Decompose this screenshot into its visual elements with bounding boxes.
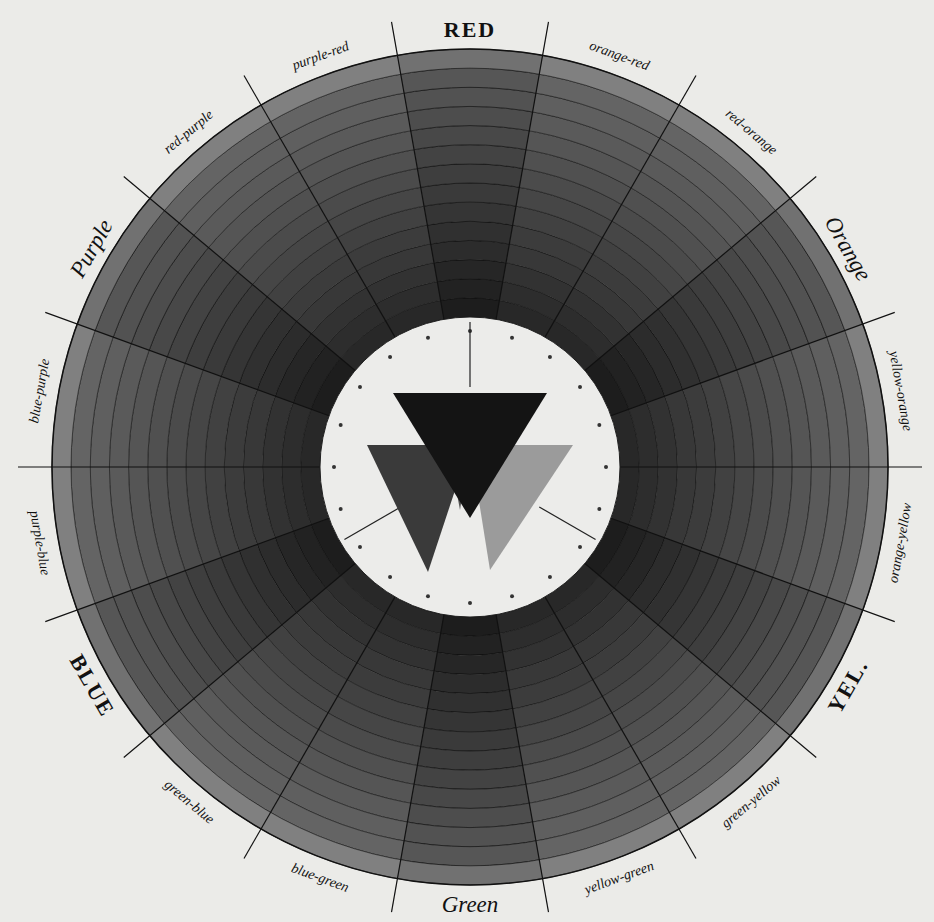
scale-mark bbox=[548, 575, 552, 579]
divider-line bbox=[45, 312, 329, 415]
scale-mark bbox=[358, 385, 362, 389]
hue-label: Green bbox=[442, 893, 499, 916]
inner-disk bbox=[320, 317, 620, 617]
divider-line bbox=[545, 597, 696, 859]
scale-mark bbox=[332, 465, 336, 469]
divider-line bbox=[496, 22, 548, 319]
pointer-tick bbox=[469, 322, 470, 387]
divider-line bbox=[18, 466, 320, 467]
pointer-tick bbox=[539, 507, 595, 540]
divider-line bbox=[545, 76, 696, 338]
hue-segment bbox=[52, 467, 329, 610]
scale-mark bbox=[358, 545, 362, 549]
scale-mark bbox=[578, 545, 582, 549]
divider-line bbox=[392, 22, 444, 319]
scale-mark bbox=[604, 465, 608, 469]
scale-mark bbox=[426, 594, 430, 598]
divider-line bbox=[244, 76, 395, 338]
divider-line bbox=[611, 312, 895, 415]
hue-label: RED bbox=[444, 19, 496, 41]
divider-line bbox=[124, 176, 355, 370]
hue-label: purple-blue bbox=[27, 509, 52, 576]
divider-line bbox=[392, 615, 444, 912]
divider-line bbox=[244, 597, 395, 859]
hue-segment bbox=[261, 55, 444, 337]
scale-mark bbox=[578, 385, 582, 389]
divider-line bbox=[45, 518, 329, 621]
divider-line bbox=[124, 563, 355, 757]
hue-segment bbox=[611, 324, 888, 467]
scale-mark bbox=[388, 355, 392, 359]
scale-mark bbox=[597, 423, 601, 427]
scale-mark bbox=[510, 594, 514, 598]
hue-label: orange-yellow bbox=[886, 502, 914, 584]
scale-mark bbox=[548, 355, 552, 359]
divider-line bbox=[611, 518, 895, 621]
scale-mark bbox=[468, 601, 472, 605]
red-triangle bbox=[393, 393, 547, 518]
hue-label: purple-red bbox=[290, 40, 351, 73]
scale-mark bbox=[597, 507, 601, 511]
scale-mark bbox=[426, 336, 430, 340]
scale-mark bbox=[388, 575, 392, 579]
divider-line bbox=[496, 615, 548, 912]
divider-line bbox=[585, 176, 816, 370]
divider-line bbox=[585, 563, 816, 757]
scale-mark bbox=[339, 507, 343, 511]
divider-line bbox=[620, 466, 922, 467]
scale-mark bbox=[339, 423, 343, 427]
outer-rim bbox=[52, 49, 888, 885]
hue-label: blue-green bbox=[290, 861, 351, 895]
hue-label: yellow-orange bbox=[886, 350, 914, 432]
wheel-group bbox=[18, 22, 922, 912]
pointer-tick bbox=[344, 507, 400, 540]
scale-mark bbox=[510, 336, 514, 340]
hue-label: blue-purple bbox=[27, 358, 52, 425]
